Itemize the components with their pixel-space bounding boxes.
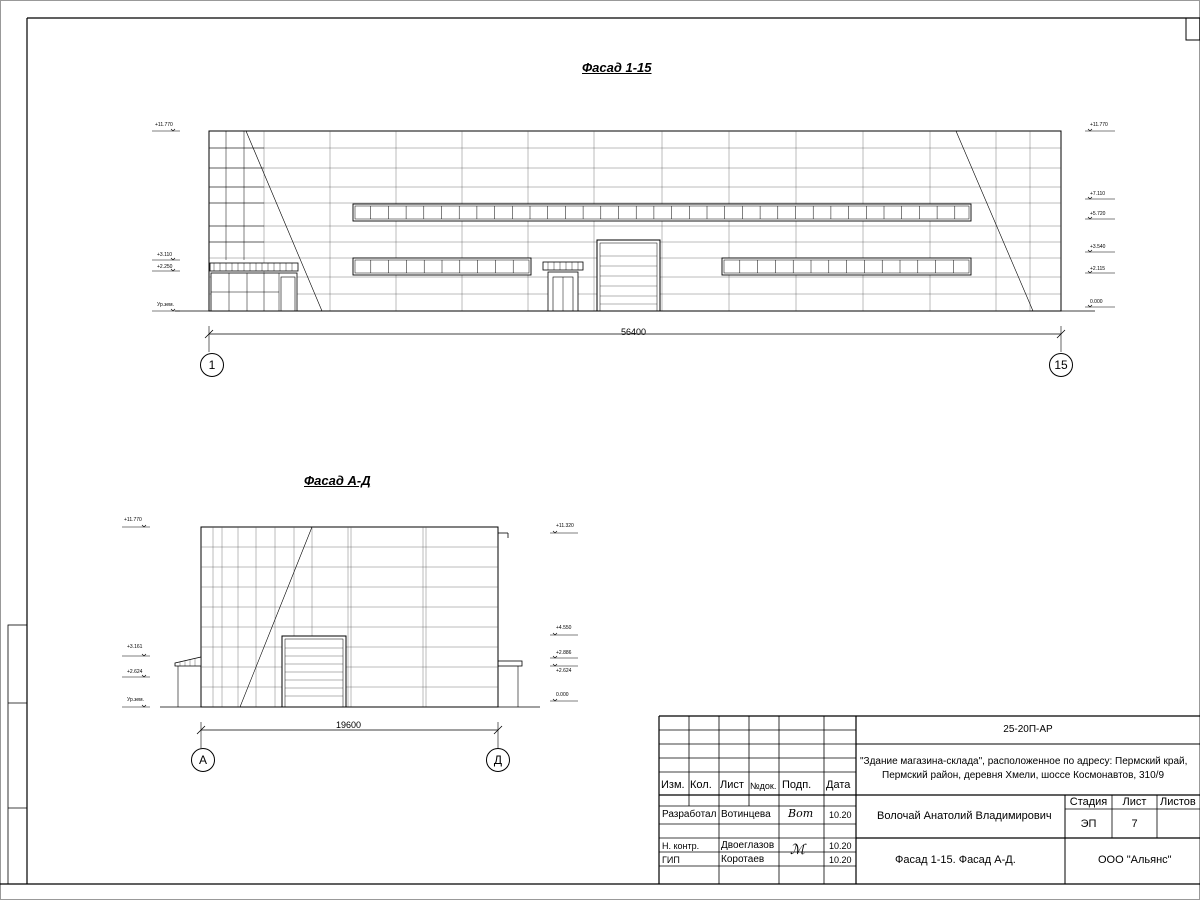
- axis-marker: Д: [486, 748, 510, 772]
- level-mark: +11.770: [124, 517, 142, 523]
- dimension-label: 56400: [621, 327, 647, 337]
- role-developer: Разработал: [662, 809, 717, 820]
- facade-1-15: [175, 130, 1095, 352]
- level-mark: +3.161: [127, 644, 143, 650]
- date-norm-control: 10.20: [829, 841, 852, 851]
- level-mark: +11.770: [1090, 122, 1108, 128]
- level-mark: +4.550: [556, 625, 572, 631]
- name-developer: Вотинцева: [721, 809, 771, 820]
- axis-marker: 1: [200, 353, 224, 377]
- level-mark: +3.110: [157, 252, 173, 258]
- level-mark: 0.000: [1090, 299, 1103, 305]
- title-block: [658, 715, 1200, 884]
- level-mark: Ур.зем.: [127, 697, 144, 703]
- role-norm-control: Н. контр.: [662, 841, 700, 851]
- header-ndok: №док.: [750, 781, 777, 791]
- level-mark: 0.000: [556, 692, 569, 698]
- name-norm-control: Двоеглазов: [721, 840, 775, 851]
- signature-developer: Вот: [788, 807, 814, 820]
- sheet-label: Лист: [1122, 796, 1147, 808]
- sheet-value: 7: [1131, 818, 1138, 830]
- drawing-title: Фасад 1-15. Фасад А-Д.: [895, 854, 1016, 866]
- level-mark: +11.320: [556, 523, 574, 529]
- level-mark: +11.770: [155, 122, 173, 128]
- role-chief-engineer: ГИП: [662, 855, 680, 865]
- facade-a-d: [160, 526, 540, 748]
- author-name: Волочай Анатолий Владимирович: [877, 810, 1052, 822]
- header-podp: Подп.: [782, 779, 812, 791]
- project-code: 25-20П-АР: [1003, 724, 1053, 735]
- level-mark: Ур.зем.: [157, 302, 174, 308]
- project-description-line2: Пермский район, деревня Хмели, шоссе Кос…: [882, 770, 1165, 781]
- company-name: ООО "Альянс": [1098, 854, 1172, 866]
- name-chief-engineer: Коротаев: [721, 854, 765, 865]
- date-chief-engineer: 10.20: [829, 855, 852, 865]
- level-mark: +2.250: [157, 264, 173, 270]
- level-mark: +2.886: [556, 650, 572, 656]
- stage-label: Стадия: [1069, 796, 1108, 808]
- level-mark: +2.624: [127, 669, 143, 675]
- date-developer: 10.20: [829, 810, 852, 820]
- facade-1-15-title: Фасад 1-15: [582, 60, 652, 75]
- level-mark: +7.110: [1090, 191, 1106, 197]
- header-izm: Изм.: [661, 779, 685, 791]
- project-description-line1: "Здание магазина-склада", расположенное …: [860, 756, 1188, 767]
- sheets-label: Листов: [1160, 796, 1196, 808]
- axis-marker: А: [191, 748, 215, 772]
- level-mark: +3.540: [1090, 244, 1106, 250]
- header-kol: Кол.: [690, 779, 712, 791]
- axis-marker: 15: [1049, 353, 1073, 377]
- level-mark: +5.720: [1090, 211, 1106, 217]
- header-list: Лист: [720, 779, 744, 791]
- header-data: Дата: [826, 779, 851, 791]
- facade-a-d-title: Фасад А-Д: [304, 473, 371, 488]
- stage-value: ЭП: [1080, 818, 1097, 830]
- dimension-label: 19600: [336, 720, 362, 730]
- level-mark: +2.624: [556, 668, 572, 674]
- level-mark: +2.115: [1090, 266, 1106, 272]
- left-margin-stamp: [7, 624, 28, 885]
- signature-control: ℳ: [790, 842, 805, 858]
